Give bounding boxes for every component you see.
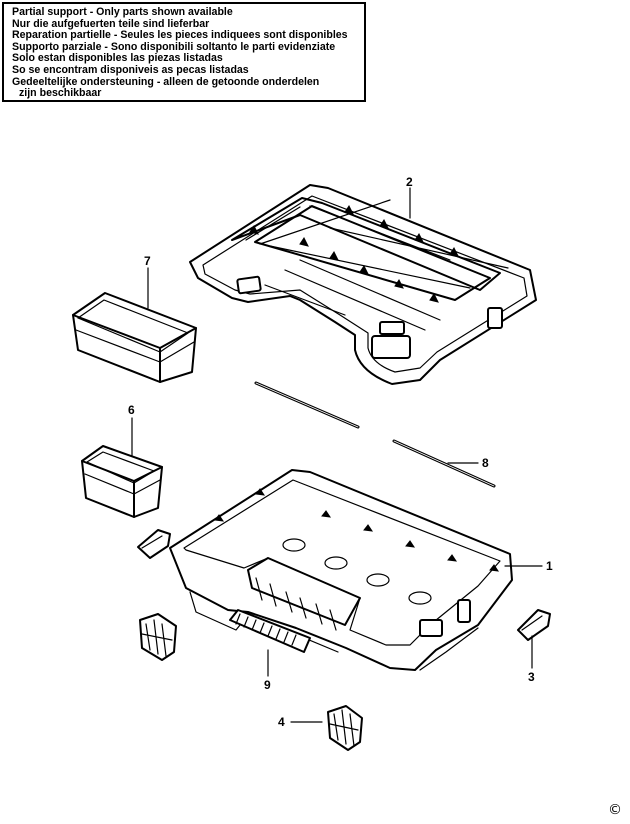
notice-line-es: Solo estan disponibles las piezas listad… [12,52,223,65]
part-3-hinge-left [137,529,171,559]
notice-line-de: Nur die aufgefuerten teile sind lieferba… [12,17,210,30]
notice-line-pt: So se encontram disponiveis as pecas lis… [12,63,249,76]
part-6-small-bin [81,445,163,518]
callout-7: 7 [144,254,151,268]
callout-8: 8 [482,456,489,470]
notice-line-en: Partial support - Only parts shown avail… [12,6,233,18]
callout-4: 4 [278,715,285,729]
callout-6: 6 [128,403,135,417]
callout-2: 2 [406,175,413,189]
part-1-base-tray [169,469,513,671]
callout-9: 9 [264,678,271,692]
callout-3: 3 [528,670,535,684]
part-2-lid [189,184,537,385]
callout-1: 1 [546,559,553,573]
notice-line-nl: Gedeeltelijke ondersteuning - alleen de … [12,75,320,88]
part-4-latch-right [327,705,363,751]
partial-support-notice: Partial support - Only parts shown avail… [2,2,366,102]
part-8-hinge-pins [254,381,496,488]
part-4-latch-left [139,613,177,661]
notice-line-it: Supporto parziale - Sono disponibili sol… [12,40,336,53]
part-3-hinge-right [517,609,551,641]
part-9-handle [229,609,311,653]
notice-line-fr: Reparation partielle - Seules les pieces… [12,29,348,42]
part-7-large-bin [72,292,197,383]
copyright-mark: © [608,802,622,818]
notice-line-nl-cont: zijn beschikbaar [19,87,102,100]
